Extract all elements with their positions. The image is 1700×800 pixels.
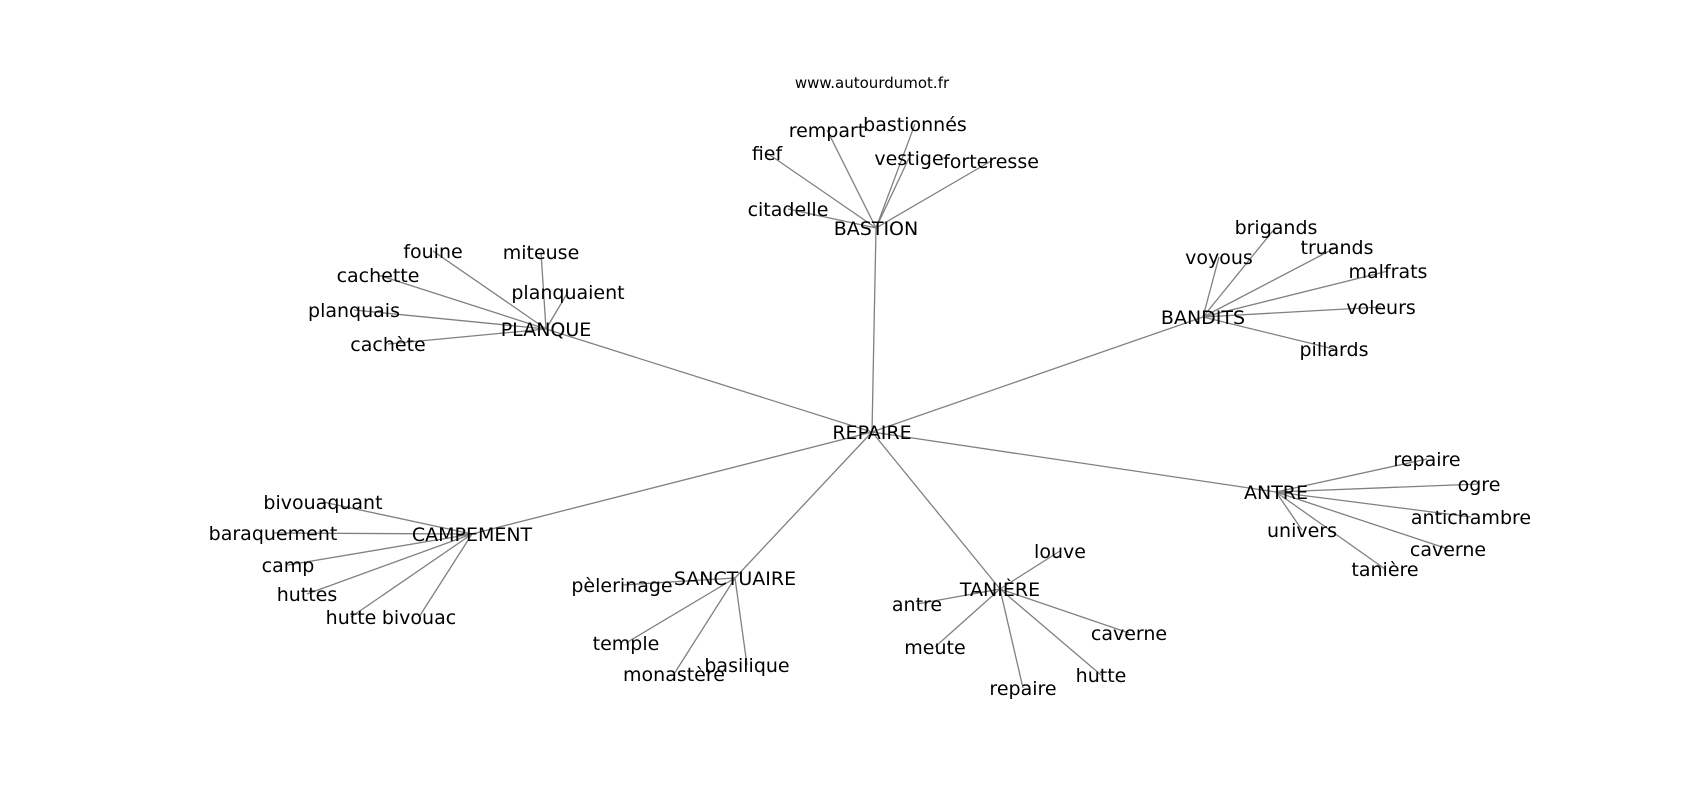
edge-taniere-louve: [999, 550, 1061, 590]
node-voleurs: voleurs: [1346, 297, 1416, 319]
node-bastion: BASTION: [834, 218, 918, 240]
node-cachette: cachette: [337, 265, 420, 287]
node-bivouaquant: bivouaquant: [263, 492, 382, 514]
node-campement: CAMPEMENT: [412, 524, 533, 546]
edge-planque-miteuse: [540, 251, 547, 330]
node-huttes: huttes: [277, 584, 338, 606]
edge-sanctuaire-basilique: [734, 577, 748, 666]
edge-repaire-campement: [471, 431, 873, 535]
edge-repaire-sanctuaire: [734, 431, 873, 579]
node-taniere_antre: tanière: [1351, 559, 1418, 581]
node-monastere: monastère: [623, 664, 725, 686]
node-citadelle: citadelle: [748, 199, 829, 221]
edge-planque-planquaient: [545, 291, 569, 330]
edge-bandits-truands: [1202, 246, 1338, 318]
node-louve: louve: [1034, 541, 1086, 563]
edge-bastion-fief: [766, 152, 877, 229]
node-miteuse: miteuse: [503, 242, 580, 264]
node-hutte_camp: hutte: [326, 607, 377, 629]
node-brigands: brigands: [1235, 217, 1318, 239]
edge-bandits-voleurs: [1202, 306, 1382, 318]
edge-bandits-pillards: [1202, 316, 1335, 350]
node-fief: fief: [752, 143, 784, 165]
edge-sanctuaire-pelerinage: [621, 577, 736, 586]
node-camp: camp: [262, 555, 315, 577]
node-taniere: TANIÈRE: [959, 578, 1040, 601]
source-watermark: www.autourdumot.fr: [795, 74, 950, 92]
edge-taniere-repaire_tan: [999, 588, 1024, 689]
edge-campement-baraquement: [272, 532, 473, 535]
edge-bastion-forteresse: [875, 160, 992, 229]
edge-repaire-bandits: [871, 316, 1204, 433]
edge-repaire-bastion: [871, 227, 877, 433]
node-caverne_antre: caverne: [1410, 539, 1486, 561]
node-basilique: basilique: [704, 655, 789, 677]
edge-taniere-caverne_tan: [999, 588, 1130, 634]
edge-bandits-malfrats: [1202, 270, 1389, 318]
edge-antre-repaire_antre: [1275, 458, 1428, 493]
edge-repaire-taniere: [871, 431, 1001, 590]
edge-repaire-antre: [871, 431, 1277, 493]
node-meute: meute: [904, 637, 965, 659]
edge-bastion-rempart: [826, 129, 877, 229]
edge-bandits-voyous: [1202, 256, 1220, 318]
node-repaire_tan: repaire: [989, 678, 1056, 700]
node-pelerinage: pèlerinage: [571, 575, 672, 597]
edge-taniere-hutte_tan: [999, 588, 1102, 676]
graph-edges: [272, 123, 1480, 689]
edge-taniere-antre_tan: [916, 588, 1001, 605]
node-bastionnes: bastionnés: [863, 114, 967, 136]
edge-campement-bivouac: [418, 533, 473, 618]
edge-planque-planquais: [353, 309, 547, 330]
edge-bastion-citadelle: [787, 208, 877, 229]
node-planque: PLANQUE: [501, 319, 592, 341]
edge-campement-hutte_camp: [350, 533, 473, 618]
edge-planque-cachete: [387, 328, 547, 345]
node-repaire: REPAIRE: [832, 422, 911, 444]
edge-bastion-vestige: [875, 157, 910, 229]
node-antichambre: antichambre: [1411, 507, 1531, 529]
node-sanctuaire: SANCTUAIRE: [674, 568, 796, 590]
node-repaire_antre: repaire: [1393, 449, 1460, 471]
node-ogre: ogre: [1458, 474, 1501, 496]
node-truands: truands: [1301, 237, 1374, 259]
edge-planque-cachette: [377, 274, 547, 330]
node-univers: univers: [1267, 520, 1337, 542]
edge-campement-bivouaquant: [322, 501, 473, 535]
edge-bandits-brigands: [1202, 226, 1277, 318]
graph-labels: www.autourdumot.fr REPAIRE BASTION PLANQUE…: [209, 74, 1531, 700]
node-hutte_tan: hutte: [1076, 665, 1127, 687]
node-baraquement: baraquement: [209, 523, 338, 545]
node-bandits: BANDITS: [1161, 307, 1245, 329]
edge-campement-camp: [287, 533, 473, 566]
edge-antre-caverne_antre: [1275, 491, 1449, 550]
edge-repaire-planque: [545, 328, 873, 433]
node-antre: ANTRE: [1244, 482, 1308, 504]
node-temple: temple: [593, 633, 660, 655]
node-bivouac: bivouac: [382, 607, 456, 629]
edge-sanctuaire-temple: [625, 577, 736, 644]
node-voyous: voyous: [1185, 247, 1253, 269]
edge-antre-univers: [1275, 491, 1303, 531]
edge-taniere-meute: [934, 588, 1001, 648]
edge-antre-ogre: [1275, 483, 1480, 493]
node-rempart: rempart: [789, 120, 866, 142]
node-antre_tan: antre: [892, 594, 942, 616]
node-planquaient: planquaient: [511, 282, 624, 304]
node-vestige: vestige: [874, 148, 943, 170]
node-planquais: planquais: [308, 300, 400, 322]
node-forteresse: forteresse: [943, 151, 1039, 173]
edge-campement-huttes: [306, 533, 473, 595]
edge-sanctuaire-monastere: [673, 577, 736, 675]
node-caverne_tan: caverne: [1091, 623, 1167, 645]
node-cachete: cachète: [350, 334, 425, 356]
node-fouine: fouine: [403, 241, 462, 263]
edge-bastion-bastionnes: [875, 123, 916, 229]
edge-antre-antichambre: [1275, 491, 1472, 518]
node-malfrats: malfrats: [1349, 261, 1428, 283]
edge-planque-fouine: [432, 250, 547, 330]
node-pillards: pillards: [1300, 339, 1369, 361]
edge-antre-taniere_antre: [1275, 491, 1386, 570]
